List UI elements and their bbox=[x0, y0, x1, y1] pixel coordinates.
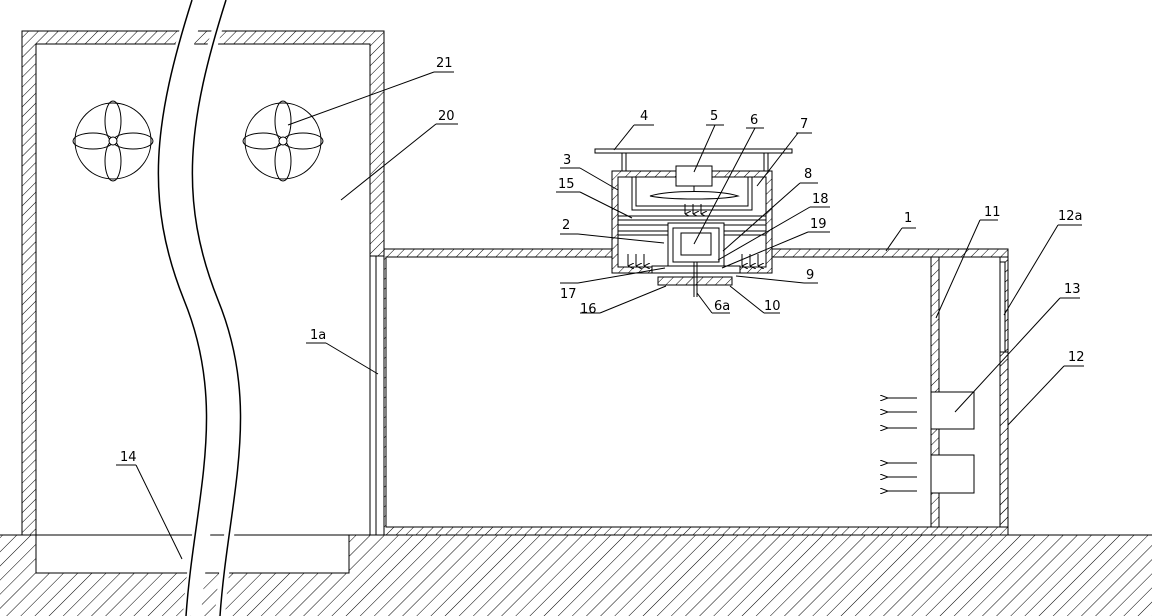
label-4: 4 bbox=[640, 109, 648, 124]
label-18: 18 bbox=[812, 192, 829, 207]
leader-lines bbox=[116, 71, 1084, 560]
label-20: 20 bbox=[438, 109, 455, 124]
reference-labels: 4 5 6 7 3 15 8 18 2 19 1 11 12a 17 9 16 … bbox=[120, 56, 1085, 465]
airflow-arrows bbox=[887, 398, 917, 491]
label-5: 5 bbox=[710, 109, 718, 124]
main-chamber bbox=[383, 247, 1009, 536]
label-21: 21 bbox=[436, 56, 453, 71]
fan-left bbox=[72, 100, 154, 182]
cooling-unit bbox=[594, 148, 793, 297]
label-12a: 12a bbox=[1058, 209, 1083, 224]
label-8: 8 bbox=[804, 167, 812, 182]
label-12: 12 bbox=[1068, 350, 1085, 365]
label-3: 3 bbox=[563, 153, 571, 168]
label-6a: 6a bbox=[714, 299, 730, 314]
label-11: 11 bbox=[984, 205, 1001, 220]
label-7: 7 bbox=[800, 117, 808, 132]
label-17: 17 bbox=[560, 287, 577, 302]
label-6: 6 bbox=[750, 113, 758, 128]
label-14: 14 bbox=[120, 450, 137, 465]
label-19: 19 bbox=[810, 217, 827, 232]
break-lines bbox=[155, 0, 246, 616]
label-15: 15 bbox=[558, 177, 575, 192]
device-boxes-13 bbox=[930, 391, 975, 494]
label-13: 13 bbox=[1064, 282, 1081, 297]
label-9: 9 bbox=[806, 268, 814, 283]
label-16: 16 bbox=[580, 302, 597, 317]
label-1: 1 bbox=[904, 211, 912, 226]
label-1a: 1a bbox=[310, 328, 326, 343]
label-10: 10 bbox=[764, 299, 781, 314]
side-wall-12 bbox=[999, 256, 1009, 528]
label-2: 2 bbox=[562, 218, 570, 233]
fan-right bbox=[242, 100, 324, 182]
